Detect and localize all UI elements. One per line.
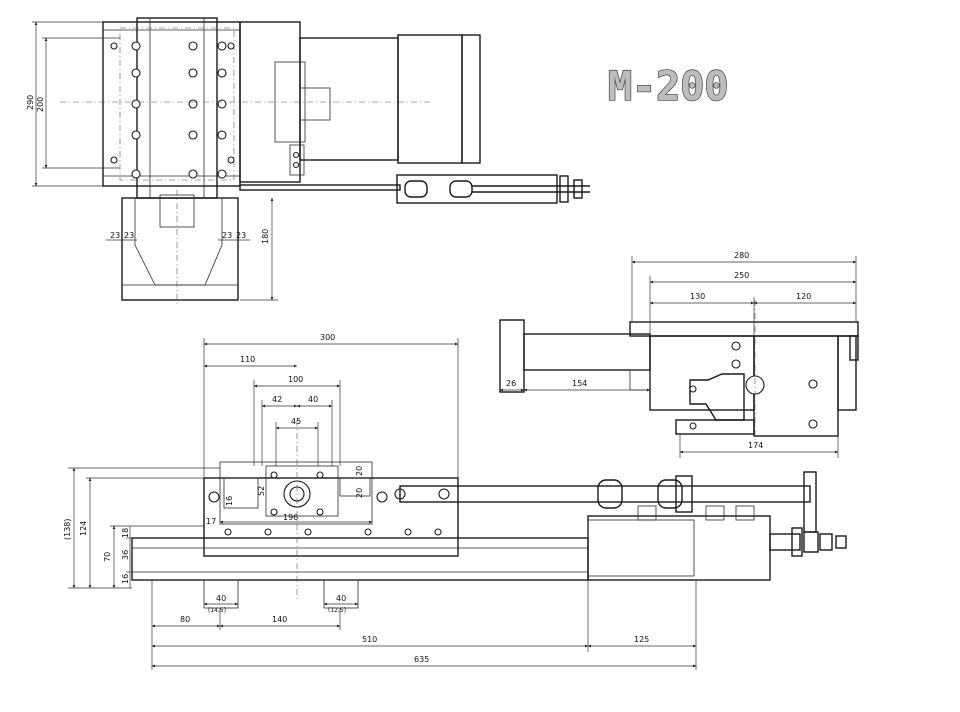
dim-290: 290 — [26, 95, 35, 110]
dim-40-b: 40 — [336, 594, 346, 603]
dim-125: 125 — [634, 635, 649, 644]
dim-16-b: 16 — [121, 574, 130, 584]
dim-110: 110 — [240, 355, 255, 364]
dim-40-top: 40 — [308, 395, 318, 404]
dim-120: 120 — [796, 292, 811, 301]
dim-300: 300 — [320, 333, 335, 342]
dim-196: 196 — [283, 513, 298, 522]
dim-510: 510 — [362, 635, 377, 644]
dim-80: 80 — [180, 615, 190, 624]
dim-280: 280 — [734, 251, 749, 260]
dim-635: 635 — [414, 655, 429, 664]
bolt-holes-left — [110, 41, 235, 179]
front-view: 300 110 100 42 40 45 52 16 20 20 17 196 … — [63, 333, 847, 670]
dim-40-b-sub: (12,5) — [328, 607, 346, 614]
model-title: M-200 — [608, 64, 728, 110]
dim-40-a-sub: (14,5) — [208, 607, 226, 614]
side-view: 280 250 130 120 26 154 174 — [499, 251, 859, 458]
dim-138: (138) — [63, 518, 72, 540]
dim-26: 26 — [506, 379, 516, 388]
dim-18: 18 — [121, 528, 130, 538]
dim-23-b: 23 — [124, 231, 134, 240]
dim-20-b: 20 — [355, 488, 364, 498]
dim-250: 250 — [734, 271, 749, 280]
dim-100: 100 — [288, 375, 303, 384]
dim-70: 70 — [103, 552, 112, 562]
carriage-bolts — [224, 528, 442, 536]
dim-174: 174 — [748, 441, 763, 450]
dim-40-a: 40 — [216, 594, 226, 603]
dim-16: 16 — [225, 496, 234, 506]
dim-20-a: 20 — [355, 466, 364, 476]
dim-42: 42 — [272, 395, 282, 404]
dim-200: 200 — [36, 97, 45, 112]
dim-36: 36 — [121, 550, 130, 560]
dim-17: 17 — [206, 517, 216, 526]
dim-52: 52 — [257, 486, 266, 496]
top-view: 290 200 23 23 23 23 180 — [26, 17, 590, 305]
dim-140: 140 — [272, 615, 287, 624]
dim-180: 180 — [261, 229, 270, 244]
dim-23-a: 23 — [110, 231, 120, 240]
dim-154: 154 — [572, 379, 587, 388]
dim-124: 124 — [79, 521, 88, 536]
dim-45: 45 — [291, 417, 301, 426]
dim-23-c: 23 — [222, 231, 232, 240]
dim-130: 130 — [690, 292, 705, 301]
dim-23-d: 23 — [236, 231, 246, 240]
